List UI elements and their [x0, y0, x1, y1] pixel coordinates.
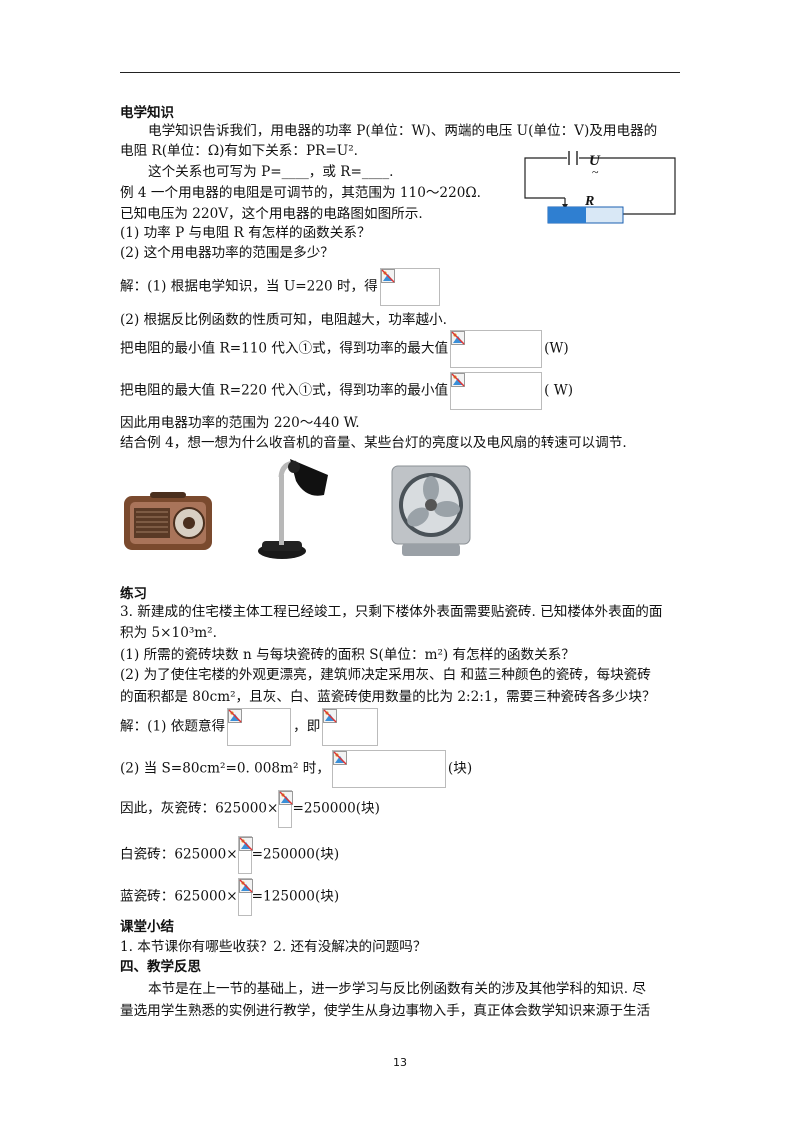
solution-line: 把电阻的最小值 R=110 代入①式，得到功率的最大值 (W) [120, 330, 569, 368]
ac-symbol: ~ [592, 165, 599, 179]
solution-line: 因此用电器功率的范围为 220～440 W. [120, 415, 360, 431]
broken-image-icon [239, 837, 253, 851]
white-tiles-line: 白瓷砖：625000× =250000(块) [120, 836, 339, 874]
reflection-line: 本节是在上一节的基础上，进一步学习与反比例函数有关的涉及其他学科的知识. 尽 [148, 981, 647, 997]
summary-text: 1. 本节课你有哪些收获？2. 还有没解决的问题吗？ [120, 939, 427, 955]
broken-image-icon [323, 709, 337, 723]
practice-solution-line: 解：(1) 依题意得 ，即 [120, 708, 380, 746]
practice-line: 积为 5×10³m². [120, 625, 217, 641]
unit-text: ( W) [544, 382, 573, 399]
unit-text: (块) [447, 760, 473, 777]
question-2: (2) 这个用电器功率的范围是多少？ [120, 245, 334, 261]
broken-image-icon [279, 791, 293, 805]
example-4-line: 例 4 一个用电器的电阻是可调节的，其范围为 110～220Ω. [120, 185, 481, 201]
fraction-image-placeholder [278, 790, 292, 828]
solution-text: =250000(块) [292, 800, 380, 817]
example-4-line: 已知电压为 220V，这个用电器的电路图如图所示. [120, 206, 423, 222]
practice-question-1: (1) 所需的瓷砖块数 n 与每块瓷砖的面积 S(单位：m²) 有怎样的函数关系… [120, 647, 575, 663]
section-heading-summary: 课堂小结 [120, 919, 174, 935]
solution-text: 解：(1) 依题意得 [120, 718, 226, 735]
solution-line: 把电阻的最大值 R=220 代入①式，得到功率的最小值 ( W) [120, 372, 573, 410]
solution-text: 因此，灰瓷砖：625000× [120, 800, 279, 817]
practice-question-2: 的面积都是 80cm²，且灰、白、蓝瓷砖使用数量的比为 2:2:1，需要三种瓷砖… [120, 689, 656, 705]
circuit-diagram: U ~ R [524, 151, 676, 224]
section-heading-practice: 练习 [120, 586, 147, 602]
broken-image-icon [228, 709, 242, 723]
solution-line: (2) 根据反比例函数的性质可知，电阻越大，功率越小. [120, 312, 447, 328]
solution-text: (2) 当 S=80cm²=0. 008m² 时， [120, 760, 330, 777]
solution-text: 蓝瓷砖：625000× [120, 888, 238, 905]
section-heading-electricity: 电学知识 [120, 105, 174, 121]
solution-text: =250000(块) [251, 846, 340, 863]
practice-question-2: (2) 为了使住宅楼的外观更漂亮，建筑师决定采用灰、白 和蓝三种颜色的瓷砖，每块… [120, 667, 651, 683]
header-rule [120, 72, 680, 73]
practice-solution-line: (2) 当 S=80cm²=0. 008m² 时， (块) [120, 750, 472, 788]
broken-image-icon [451, 331, 465, 345]
grey-tiles-line: 因此，灰瓷砖：625000× =250000(块) [120, 790, 380, 828]
formula-image-placeholder [322, 708, 379, 746]
radio-image [124, 492, 212, 550]
solution-text: 解：(1) 根据电学知识，当 U=220 时，得 [120, 278, 378, 295]
practice-line: 3. 新建成的住宅楼主体工程已经竣工，只剩下楼体外表面需要贴瓷砖. 已知楼体外表… [120, 604, 663, 620]
broken-image-icon [381, 269, 395, 283]
paragraph-line: 电学知识告诉我们，用电器的功率 P(单位：W)、两端的电压 U(单位：V)及用电… [148, 123, 658, 139]
formula-image-placeholder [450, 330, 543, 368]
paragraph-line: 结合例 4，想一想为什么收音机的音量、某些台灯的亮度以及电风扇的转速可以调节. [120, 435, 627, 451]
formula-image-placeholder [227, 708, 292, 746]
solution-text: 白瓷砖：625000× [120, 846, 238, 863]
solution-text: 把电阻的最大值 R=220 代入①式，得到功率的最小值 [120, 382, 449, 399]
formula-image-placeholder [379, 268, 440, 306]
page-number: 13 [393, 1056, 407, 1069]
fraction-image-placeholder [237, 878, 253, 916]
resistor-label: R [584, 194, 594, 209]
solution-line: 解：(1) 根据电学知识，当 U=220 时，得 [120, 268, 442, 306]
question-1: (1) 功率 P 与电阻 R 有怎样的函数关系？ [120, 225, 371, 241]
solution-text: ，即 [293, 718, 321, 735]
paragraph-line: 这个关系也可写为 P=____，或 R=____. [148, 164, 394, 180]
formula-image-placeholder [331, 750, 446, 788]
reflection-line: 量选用学生熟悉的实例进行教学，使学生从身边事物入手，真正体会数学知识来源于生活 [120, 1003, 651, 1019]
solution-text: =125000(块) [251, 888, 340, 905]
broken-image-icon [451, 373, 465, 387]
broken-image-icon [333, 751, 347, 765]
desk-lamp-image [258, 459, 328, 559]
formula-image-placeholder [450, 372, 543, 410]
paragraph-line: 电阻 R(单位：Ω)有如下关系：PR=U². [120, 143, 358, 159]
section-heading-reflection: 四、教学反思 [120, 959, 201, 975]
solution-text: 把电阻的最小值 R=110 代入①式，得到功率的最大值 [120, 340, 449, 357]
broken-image-icon [239, 879, 253, 893]
voltage-label: U [589, 153, 601, 169]
unit-text: (W) [544, 340, 569, 357]
fraction-image-placeholder [237, 836, 253, 874]
box-fan-image [391, 465, 471, 556]
blue-tiles-line: 蓝瓷砖：625000× =125000(块) [120, 878, 339, 916]
